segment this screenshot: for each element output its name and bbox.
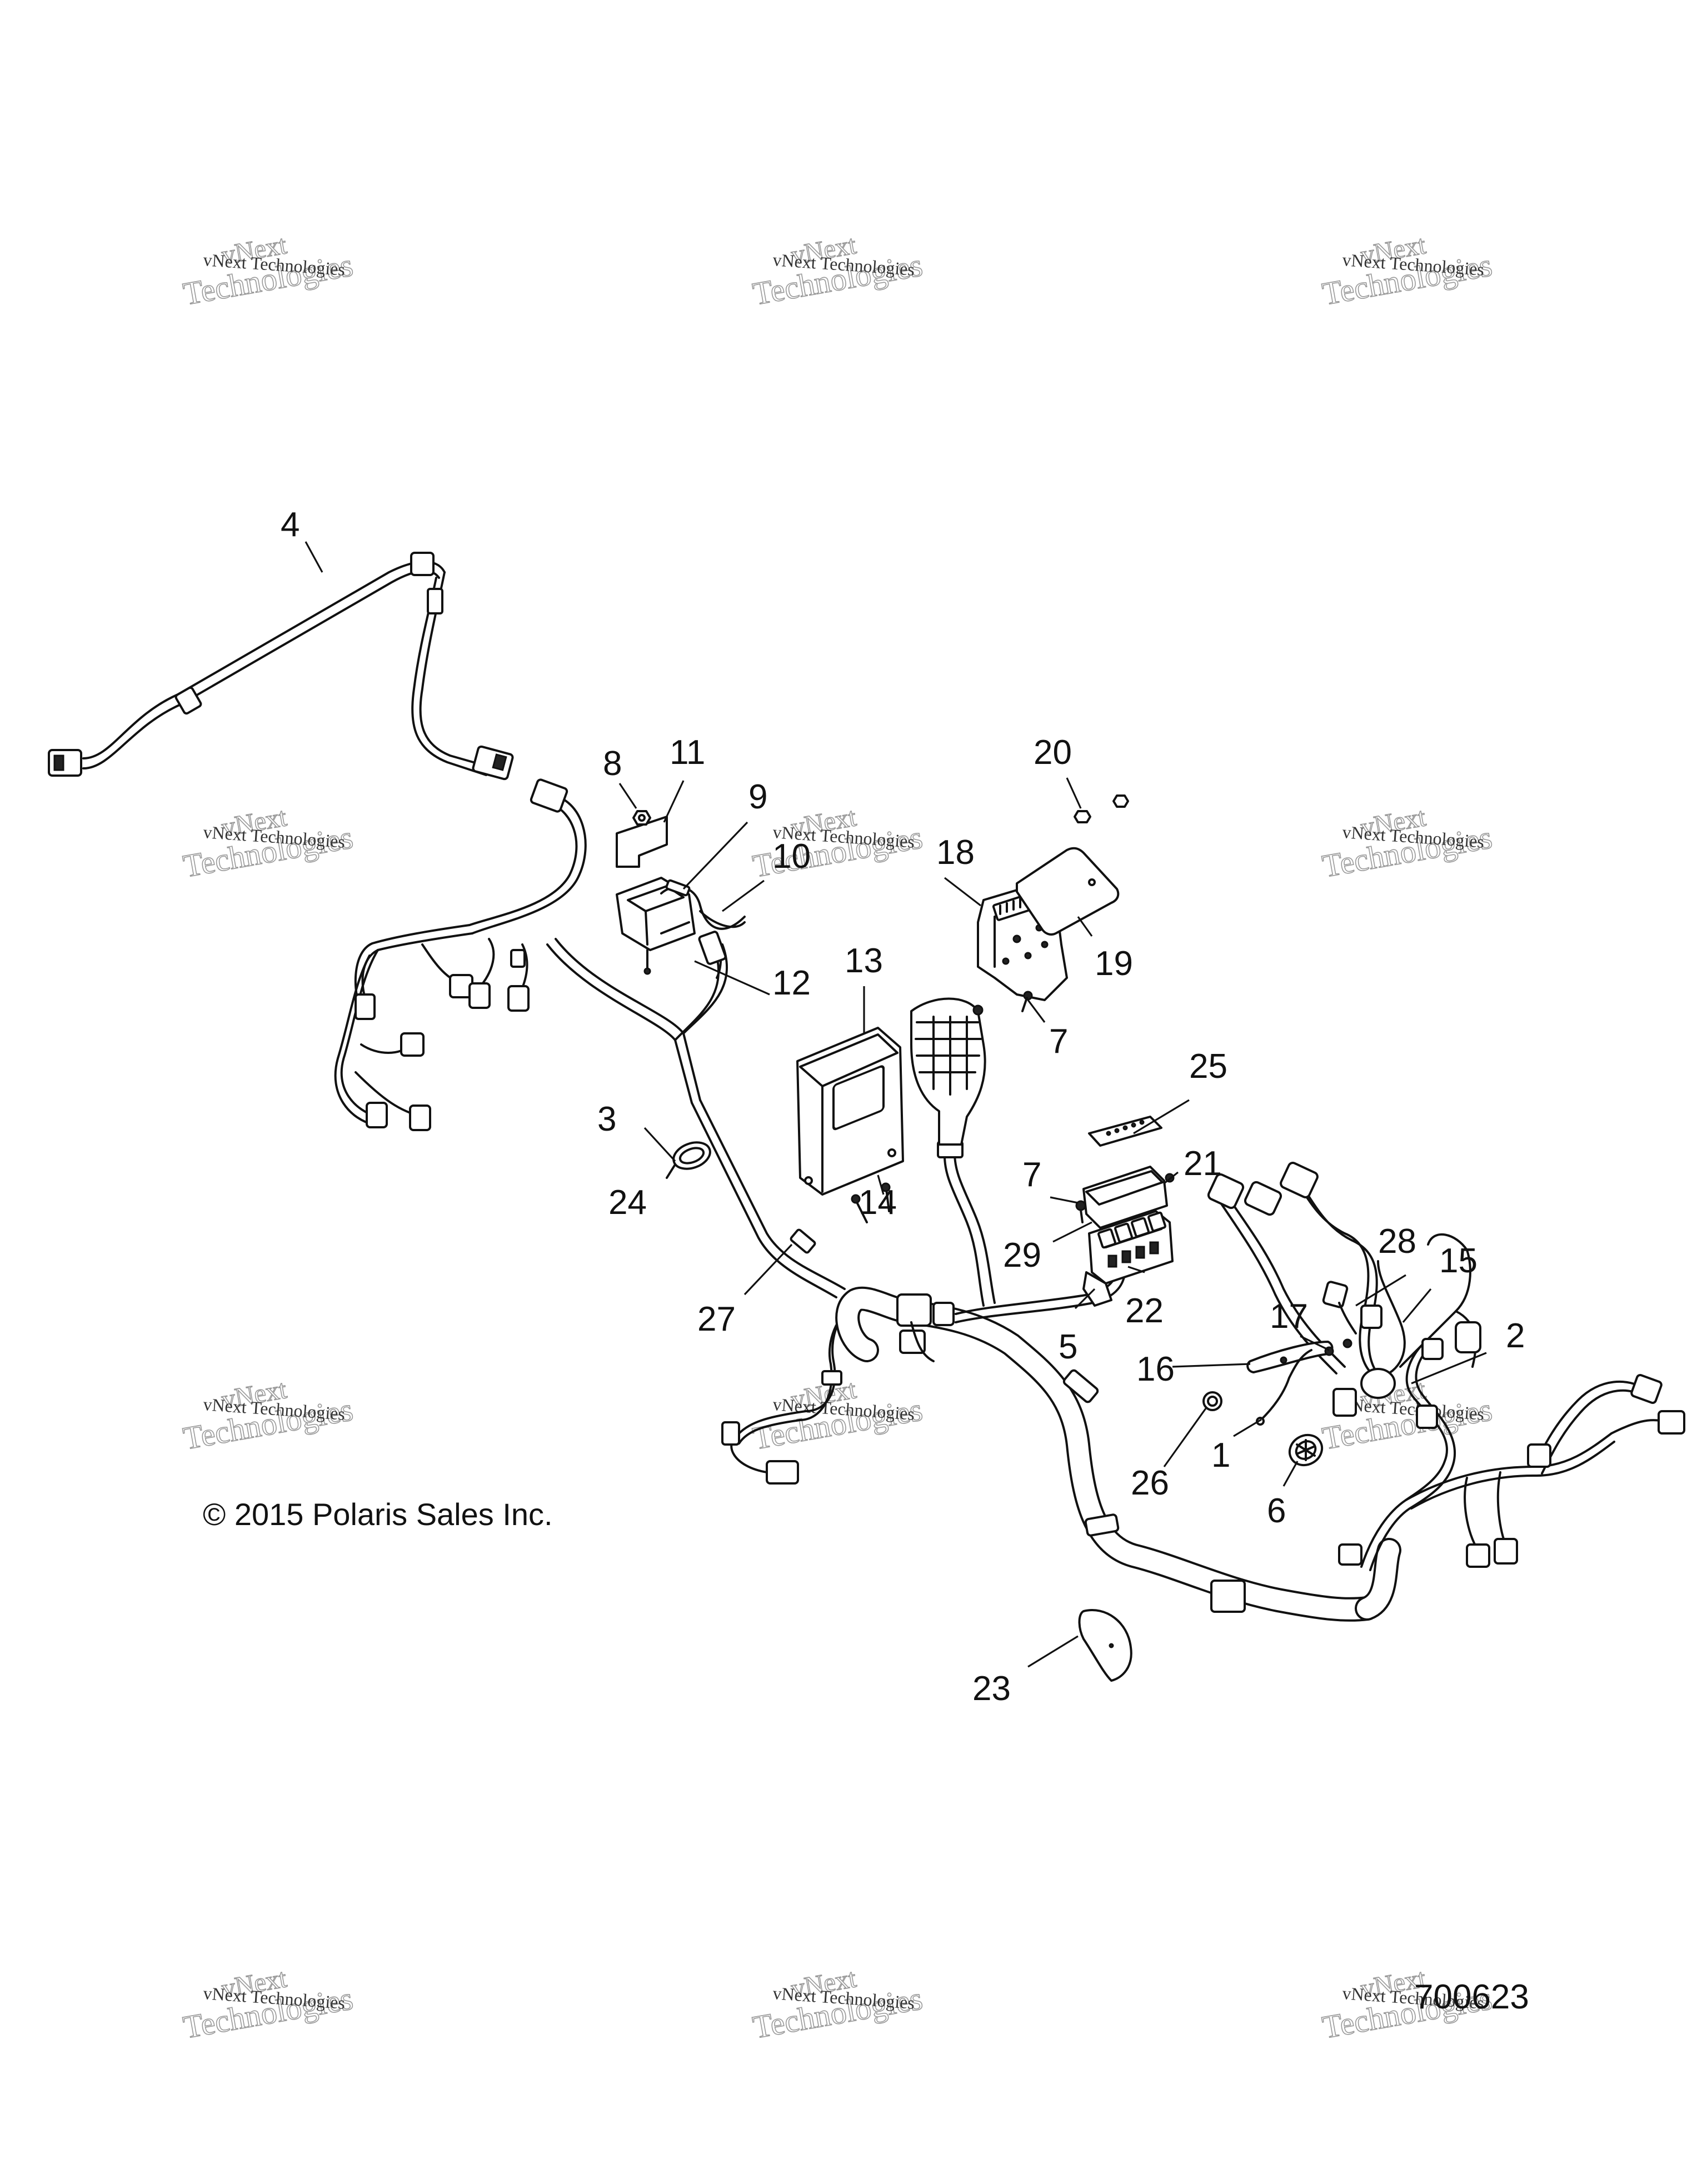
connector: [1360, 1305, 1382, 1329]
clip: [510, 949, 526, 968]
connector: [366, 1102, 388, 1128]
connector: [1207, 1173, 1245, 1210]
callout-7-lower: 7: [1022, 1156, 1041, 1194]
clip: [932, 1302, 955, 1326]
callout-13: 13: [845, 942, 883, 980]
clip: [1210, 1580, 1246, 1613]
connector: [1494, 1538, 1518, 1565]
relay-cover-21: [1082, 1166, 1168, 1229]
callout-5: 5: [1059, 1328, 1077, 1366]
callout-6: 6: [1267, 1492, 1286, 1530]
callout-19: 19: [1095, 944, 1133, 983]
connector: [507, 985, 530, 1012]
fastener-17: [1324, 1338, 1352, 1356]
callout-10: 10: [772, 837, 811, 876]
cover-19: [1016, 847, 1120, 936]
connector: [1421, 1338, 1444, 1360]
connector: [530, 778, 568, 813]
callout-20: 20: [1034, 733, 1072, 772]
callout-9: 9: [748, 778, 767, 816]
connector: [468, 982, 491, 1009]
connector: [174, 686, 202, 715]
connector: [1630, 1374, 1663, 1404]
connector: [1455, 1321, 1481, 1353]
tie-23: [1078, 1609, 1132, 1682]
callout-23: 23: [972, 1670, 1011, 1708]
copyright-text: © 2015 Polaris Sales Inc.: [203, 1497, 553, 1532]
grommet: [1360, 1368, 1396, 1399]
connector-pin: [53, 754, 64, 771]
connector: [1466, 1543, 1490, 1568]
figure-number: 700623: [1414, 1978, 1529, 2016]
harness-4: [48, 552, 514, 781]
connector: [355, 993, 376, 1020]
callout-2: 2: [1506, 1317, 1525, 1355]
clip: [790, 1228, 816, 1254]
ecu-module: [796, 1027, 904, 1196]
callout-24: 24: [608, 1183, 647, 1222]
nuts-20: [1074, 794, 1129, 823]
connector: [400, 1032, 425, 1057]
connector: [1338, 1543, 1362, 1566]
callout-15: 15: [1439, 1242, 1478, 1280]
callout-16: 16: [1136, 1350, 1175, 1388]
callout-7-upper: 7: [1049, 1022, 1068, 1061]
callout-1: 1: [1211, 1436, 1230, 1475]
callout-4: 4: [281, 506, 300, 544]
spark-plug-wire: [660, 879, 746, 930]
callout-21: 21: [1184, 1145, 1222, 1183]
callout-18: 18: [936, 833, 975, 872]
callout-14: 14: [859, 1183, 897, 1222]
screw-7-upper: [972, 991, 1033, 1016]
main-bundle: [835, 1286, 1401, 1622]
leader-lines: [305, 541, 1487, 1668]
ecu-harness: [910, 997, 1126, 1323]
callout-17: 17: [1270, 1297, 1308, 1336]
tie-24: [666, 1141, 711, 1179]
callout-28: 28: [1378, 1222, 1416, 1261]
bracket-5: [1082, 1271, 1112, 1307]
label-25: [1088, 1116, 1162, 1147]
connector: [1527, 1443, 1551, 1468]
callout-29: 29: [1003, 1236, 1041, 1275]
connector: [1332, 1388, 1357, 1417]
ecu-connector-port: [832, 1065, 885, 1131]
connector: [410, 552, 435, 576]
connector: [721, 1421, 740, 1446]
fuse-block-22: [1088, 1210, 1174, 1285]
connector: [1658, 1410, 1685, 1435]
connector-28: [1322, 1281, 1357, 1335]
clip: [821, 1370, 842, 1386]
callout-22: 22: [1125, 1292, 1164, 1330]
ignition-coil: [616, 877, 696, 975]
callout-25: 25: [1189, 1047, 1227, 1086]
label-dots: [1106, 1120, 1145, 1136]
connector: [1244, 1181, 1282, 1216]
callout-26: 26: [1131, 1464, 1169, 1502]
callout-8: 8: [603, 744, 622, 783]
callout-11: 11: [670, 733, 705, 772]
connector: [409, 1105, 431, 1131]
connector: [472, 745, 514, 781]
connector: [766, 1460, 799, 1485]
callout-27: 27: [697, 1300, 736, 1338]
callout-3: 3: [597, 1100, 616, 1138]
grommet-26: [1202, 1391, 1222, 1411]
connector: [1416, 1405, 1438, 1429]
nut-8: [632, 810, 651, 826]
clip: [1062, 1369, 1099, 1403]
grommet-6: [1288, 1433, 1324, 1467]
clip: [427, 588, 443, 614]
spark-plug-boot-12: [698, 931, 727, 979]
callout-12: 12: [772, 964, 811, 1002]
callouts: 4 8 11 9 10 12 13 14 18 20 19 7 25 21 7 …: [281, 506, 1525, 1708]
clip: [896, 1293, 932, 1327]
screws-14: [851, 1182, 891, 1223]
clip: [1084, 1513, 1120, 1537]
connector: [1280, 1162, 1319, 1198]
